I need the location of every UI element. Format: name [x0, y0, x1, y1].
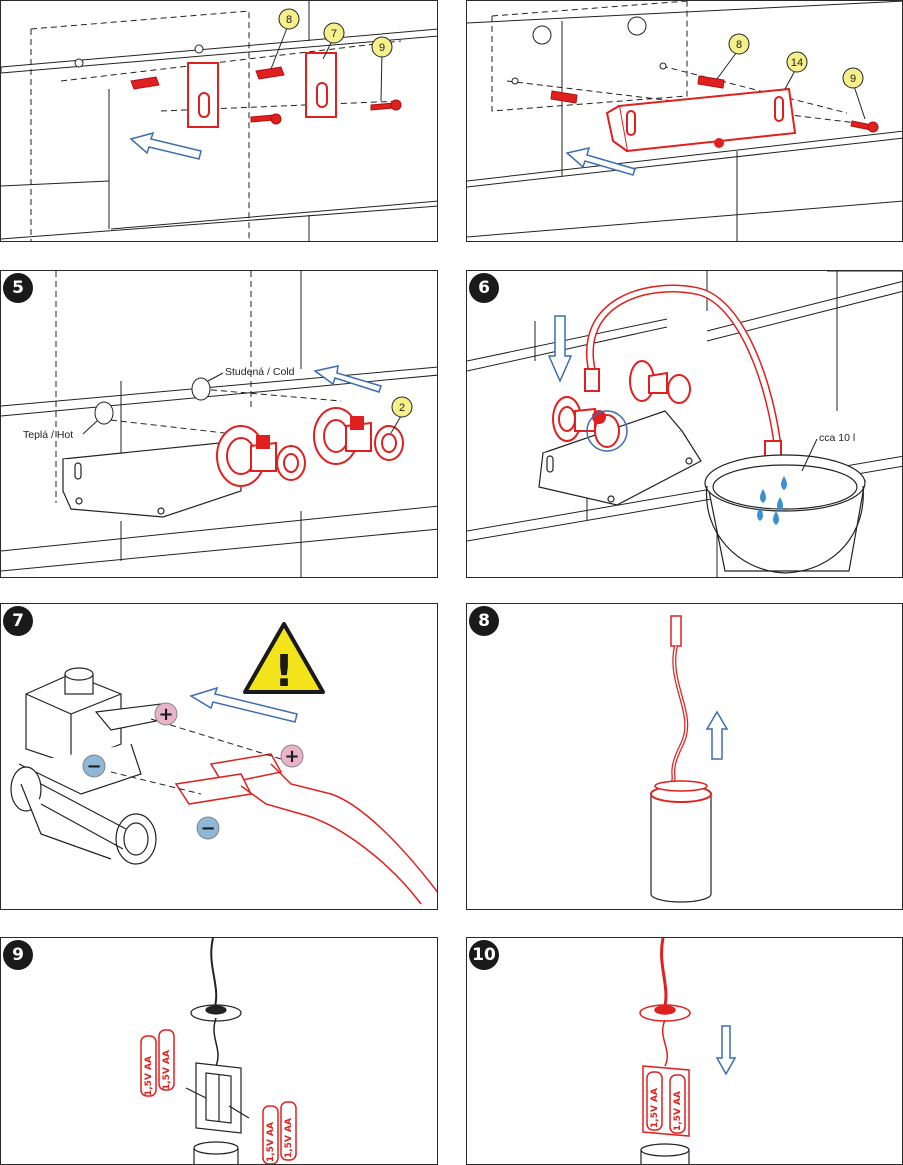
svg-text:−: −	[200, 818, 215, 839]
cable-icon	[670, 615, 689, 785]
step-3-illustration: 8 7 9	[1, 1, 437, 241]
step-number-badge: 7	[3, 606, 33, 636]
svg-text:1,5V AA: 1,5V AA	[650, 1088, 660, 1128]
assembly-direction-arrow	[129, 131, 202, 160]
angle-valve-icon	[313, 407, 404, 465]
connector-icon	[174, 753, 437, 905]
svg-text:1,5V AA: 1,5V AA	[266, 1122, 276, 1162]
svg-text:+: +	[284, 746, 299, 767]
step-number-badge: 8	[469, 606, 499, 636]
callout-group: 8 7 9	[270, 8, 393, 102]
step-number-badge: 5	[3, 273, 33, 303]
warning-triangle-icon: !	[243, 622, 325, 697]
angle-valve-icon	[216, 425, 306, 487]
assembly-direction-arrow	[565, 146, 636, 176]
svg-text:Teplá / Hot: Teplá / Hot	[23, 429, 73, 441]
svg-text:1,5V AA: 1,5V AA	[162, 1050, 172, 1090]
step-7-illustration: ! +	[10, 622, 437, 905]
step-number-badge: 9	[3, 940, 33, 970]
step-number-badge: 10	[469, 940, 499, 970]
svg-text:8: 8	[736, 39, 742, 51]
svg-text:9: 9	[850, 73, 856, 85]
solenoid-valve-icon	[10, 667, 162, 865]
panel-step-10: 10 1,5V AA 1,5V AA	[466, 937, 903, 1165]
svg-text:+: +	[158, 704, 173, 725]
svg-text:!: !	[274, 646, 294, 697]
svg-text:cca 10 l: cca 10 l	[819, 432, 855, 444]
svg-text:2: 2	[399, 402, 405, 414]
svg-text:Studená / Cold: Studená / Cold	[225, 366, 295, 378]
water-drop-icon	[777, 497, 783, 511]
svg-text:7: 7	[331, 28, 337, 40]
insert-direction-arrow	[715, 1025, 737, 1076]
svg-text:8: 8	[286, 14, 292, 26]
water-drop-icon	[757, 507, 763, 521]
assembly-direction-arrow	[189, 686, 298, 723]
step-8-illustration	[650, 615, 729, 903]
step-5-illustration: Studená / Cold Teplá / Hot	[1, 271, 437, 577]
svg-text:1,5V AA: 1,5V AA	[144, 1056, 154, 1096]
sensor-cylinder-icon	[193, 1141, 239, 1164]
step-10-illustration: 1,5V AA 1,5V AA	[639, 938, 737, 1164]
cable-grommet-icon	[190, 1004, 242, 1022]
panel-step-7: 7 !	[0, 603, 438, 910]
mounting-bracket-icon	[62, 440, 242, 518]
cable-grommet-icon	[639, 1004, 691, 1022]
hose-icon	[586, 284, 781, 442]
battery-holder-icon	[642, 1065, 690, 1137]
flow-direction-arrow	[547, 315, 573, 383]
panel-step-4: 8 14 9	[466, 0, 903, 242]
wall-plug-icon	[255, 66, 285, 80]
svg-text:9: 9	[379, 42, 385, 54]
mounting-plate-icon	[187, 52, 337, 128]
angle-valve-icon	[552, 360, 691, 448]
water-drop-icon	[781, 476, 787, 490]
svg-text:1,5V AA: 1,5V AA	[673, 1091, 683, 1131]
callout-group: 8 14 9	[716, 33, 866, 120]
wall-plug-icon	[550, 90, 578, 104]
svg-text:1,5V AA: 1,5V AA	[284, 1118, 294, 1158]
water-drop-icon	[773, 511, 779, 525]
insert-direction-arrow	[705, 710, 729, 760]
panel-step-5: 5 Studená / Cold Teplá / Hot	[0, 270, 438, 578]
step-number-badge: 6	[469, 273, 499, 303]
step-4-illustration: 8 14 9	[467, 1, 902, 241]
svg-text:14: 14	[791, 57, 803, 69]
water-drops	[757, 476, 787, 525]
mounting-bracket-icon	[605, 87, 797, 153]
wall-holes	[74, 44, 204, 68]
wall-plug-icon	[697, 75, 725, 89]
sensor-cylinder-icon	[640, 1143, 690, 1164]
panel-step-6: 6	[466, 270, 903, 578]
plus-terminal-marker: + +	[154, 702, 304, 768]
panel-step-3: 8 7 9	[0, 0, 438, 242]
bucket-icon	[704, 454, 866, 574]
sensor-cylinder-icon	[650, 780, 712, 903]
step-9-illustration: 1,5V AA 1,5V AA 1,5V AA 1,5V AA	[140, 938, 297, 1164]
panel-step-8: 8	[466, 603, 903, 910]
wall-plug-icon	[130, 76, 160, 90]
screw-icon	[250, 114, 274, 123]
panel-step-9: 9 1,5V AA 1,5V AA 1,5V AA 1,5V AA	[0, 937, 438, 1165]
screw-icon	[370, 102, 394, 111]
step-6-illustration: cca 10 l	[467, 271, 902, 577]
water-drop-icon	[760, 489, 766, 503]
battery-holder-icon	[195, 1062, 242, 1134]
assembly-direction-arrow	[313, 365, 382, 393]
minus-terminal-marker: − −	[82, 754, 220, 840]
battery-icon	[140, 1029, 297, 1164]
svg-text:−: −	[86, 756, 101, 777]
